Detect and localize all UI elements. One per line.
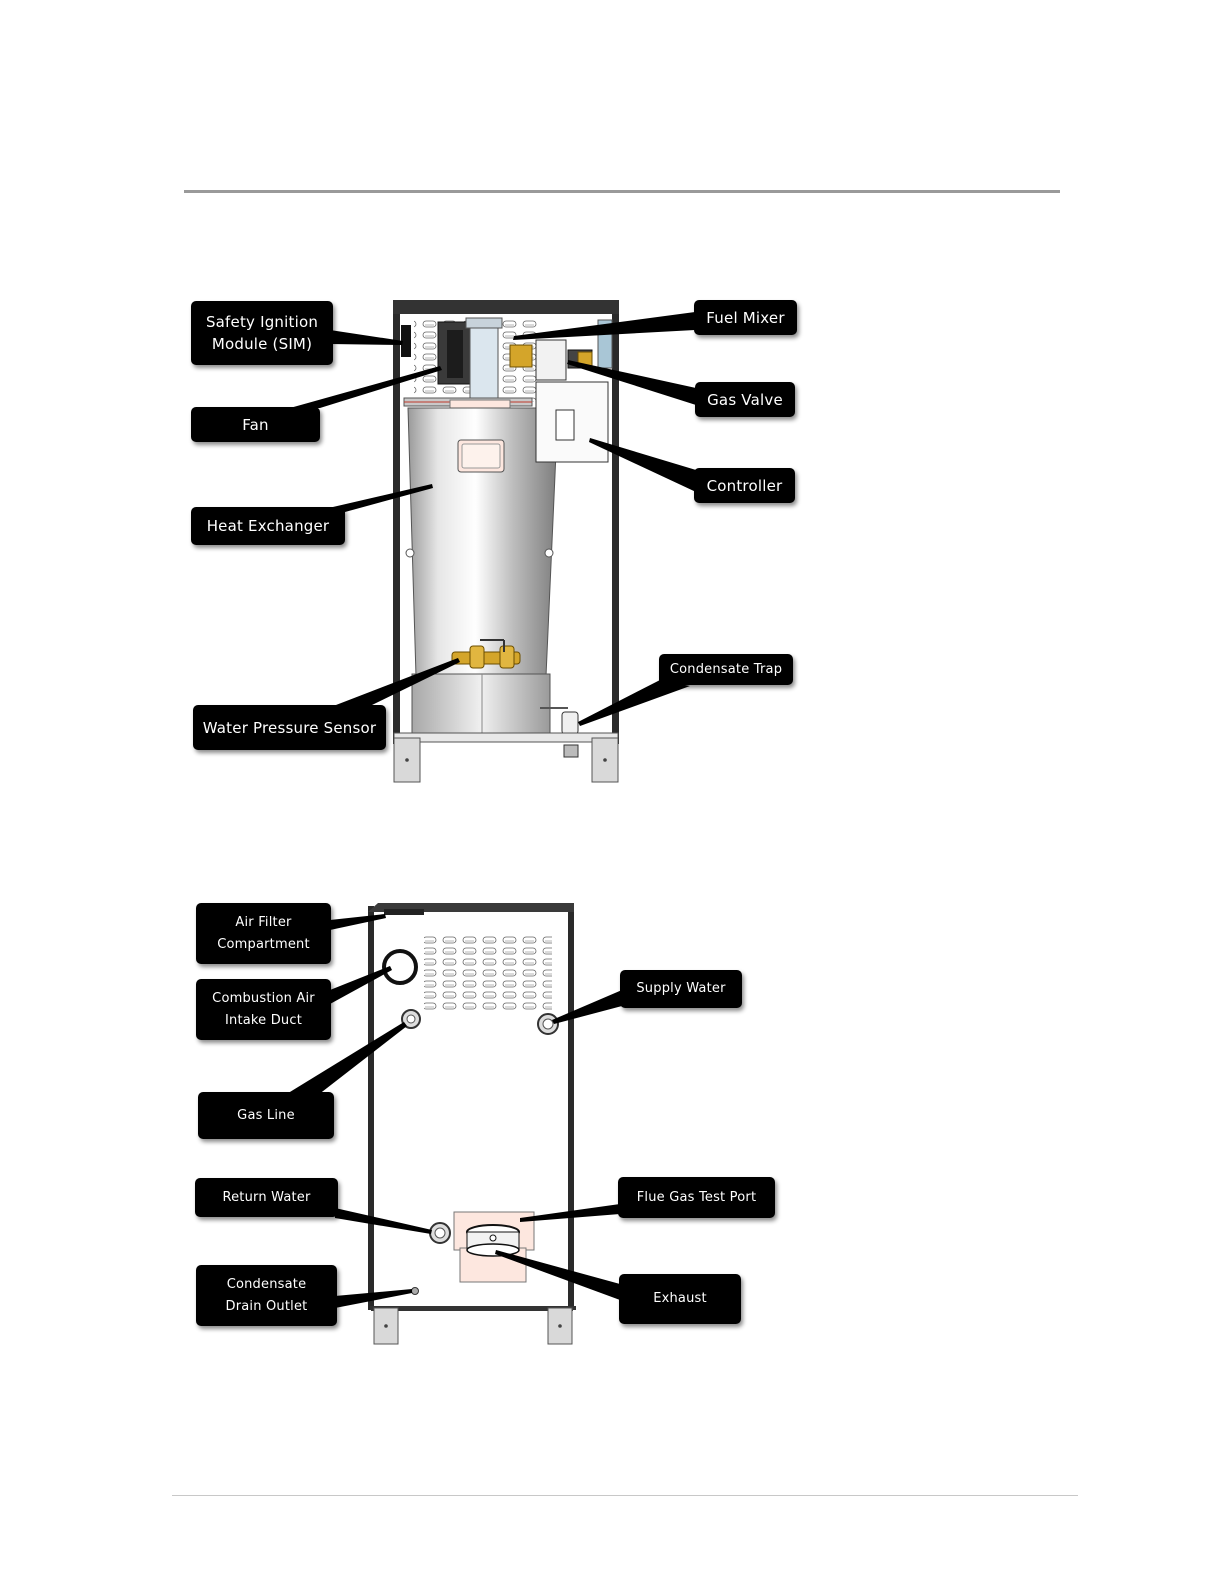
gas-valve	[536, 340, 566, 380]
condensate-drain-outlet	[412, 1288, 419, 1295]
label-condensate-trap: Condensate Trap	[659, 654, 793, 685]
frame-top	[393, 300, 619, 314]
rear-vent-grid	[424, 934, 552, 1010]
label-gas-valve: Gas Valve	[695, 382, 795, 417]
frame-post-left	[393, 304, 400, 744]
footer-rule	[172, 1495, 1078, 1496]
label-fan: Fan	[191, 407, 320, 442]
label-condensate-drain: Condensate Drain Outlet	[196, 1265, 337, 1326]
label-combustion-air: Combustion Air Intake Duct	[196, 979, 331, 1040]
label-gas-line: Gas Line	[198, 1092, 334, 1139]
label-heat-exchanger: Heat Exchanger	[191, 507, 345, 545]
rear-unit	[368, 903, 576, 1344]
label-air-filter: Air Filter Compartment	[196, 903, 331, 964]
label-controller: Controller	[694, 468, 795, 503]
label-fuel-mixer: Fuel Mixer	[694, 300, 797, 335]
fuel-mixer	[510, 345, 532, 367]
label-sim: Safety Ignition Module (SIM)	[191, 301, 333, 365]
label-water-pressure-sensor: Water Pressure Sensor	[193, 705, 386, 750]
air-duct	[470, 318, 498, 406]
label-supply-water: Supply Water	[620, 970, 742, 1008]
condensate-trap	[562, 712, 578, 734]
label-exhaust: Exhaust	[619, 1274, 741, 1324]
label-flue-gas-test-port: Flue Gas Test Port	[618, 1177, 775, 1218]
label-return-water: Return Water	[195, 1178, 338, 1217]
